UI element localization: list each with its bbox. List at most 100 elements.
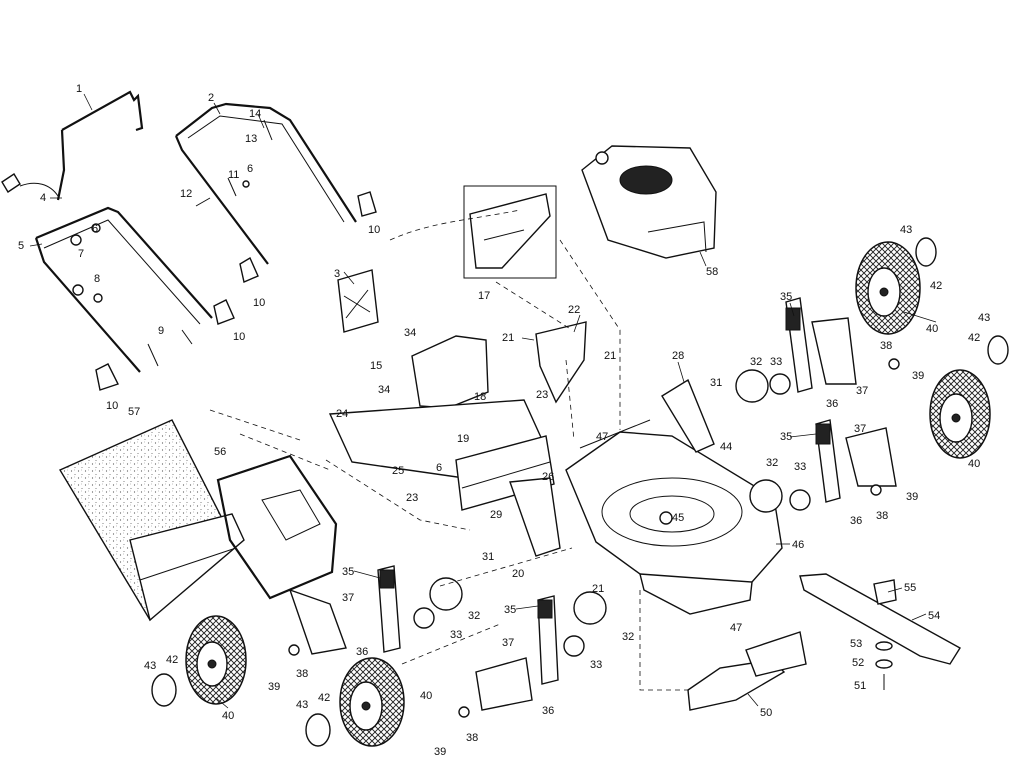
callout-23: 23: [406, 492, 418, 504]
callout-47: 47: [730, 622, 742, 634]
callout-42: 42: [166, 654, 178, 666]
callout-19: 19: [457, 433, 469, 445]
callout-56: 56: [214, 446, 226, 458]
rear-baffle-parts-24-26: [328, 399, 555, 511]
handle-hardware: [70, 119, 273, 367]
callout-35: 35: [780, 431, 792, 443]
callout-21: 21: [502, 332, 514, 344]
callout-15: 15: [370, 360, 382, 372]
callout-40: 40: [968, 458, 980, 470]
callout-8: 8: [94, 273, 100, 285]
decal-part-3: [337, 269, 379, 333]
lower-handle-part-1: [56, 90, 144, 201]
callout-22: 22: [568, 304, 580, 316]
callout-38: 38: [466, 732, 478, 744]
callout-42: 42: [930, 280, 942, 292]
bag-frame-part-56: [216, 454, 338, 600]
callout-35: 35: [342, 566, 354, 578]
callout-53: 53: [850, 638, 862, 650]
callout-37: 37: [502, 637, 514, 649]
callout-25: 25: [392, 465, 404, 477]
callout-40: 40: [420, 690, 432, 702]
callout-17: 17: [478, 290, 490, 302]
callout-20: 20: [512, 568, 524, 580]
callout-43: 43: [900, 224, 912, 236]
callout-37: 37: [856, 385, 868, 397]
cable-clip-part-4: [1, 173, 59, 197]
mulch-plug-part-50: [687, 631, 807, 711]
callout-36: 36: [826, 398, 838, 410]
callout-38: 38: [876, 510, 888, 522]
callout-6: 6: [436, 462, 442, 474]
callout-40: 40: [926, 323, 938, 335]
callout-6: 6: [247, 163, 253, 175]
callout-44: 44: [720, 441, 732, 453]
callout-34: 34: [404, 327, 416, 339]
callout-9: 9: [158, 325, 164, 337]
height-adjusters: [288, 297, 897, 711]
lever-part-28: [661, 378, 715, 453]
blade-bolt-parts-51-53: [875, 641, 893, 690]
callout-21: 21: [592, 583, 604, 595]
callout-7: 7: [78, 248, 84, 260]
callout-58: 58: [706, 266, 718, 278]
callout-42: 42: [318, 692, 330, 704]
callout-10: 10: [106, 400, 118, 412]
callout-6: 6: [92, 223, 98, 235]
callout-32: 32: [750, 356, 762, 368]
hub-caps: [151, 237, 1009, 747]
callout-39: 39: [912, 370, 924, 382]
callout-33: 33: [794, 461, 806, 473]
callout-51: 51: [854, 680, 866, 692]
callout-5: 5: [18, 240, 24, 252]
callout-31: 31: [482, 551, 494, 563]
callout-11: 11: [228, 169, 239, 181]
callout-34: 34: [378, 384, 390, 396]
callout-43: 43: [296, 699, 308, 711]
wheel-rear-left: [185, 615, 247, 705]
rear-bracket-part-22: [535, 321, 587, 404]
callout-43: 43: [144, 660, 156, 672]
callout-39: 39: [434, 746, 446, 758]
callout-10: 10: [233, 331, 245, 343]
grass-bag-part-57: [58, 419, 245, 622]
callout-35: 35: [504, 604, 516, 616]
callout-14: 14: [249, 108, 261, 120]
engine-part-58: [581, 145, 717, 259]
callout-23: 23: [536, 389, 548, 401]
callout-40: 40: [222, 710, 234, 722]
callout-43: 43: [978, 312, 990, 324]
callout-39: 39: [906, 491, 918, 503]
callout-38: 38: [296, 668, 308, 680]
callout-47: 47: [596, 431, 608, 443]
callout-55: 55: [904, 582, 916, 594]
callout-18: 18: [474, 391, 486, 403]
upper-handle-part-5: [34, 206, 213, 373]
callout-28: 28: [672, 350, 684, 362]
handle-knobs: [95, 191, 377, 391]
wheel-rear-center: [339, 657, 405, 747]
callout-45: 45: [672, 512, 684, 524]
callout-2: 2: [208, 92, 214, 104]
control-panel-part-17: [463, 185, 557, 279]
callout-29: 29: [490, 509, 502, 521]
callout-37: 37: [342, 592, 354, 604]
callout-4: 4: [40, 192, 46, 204]
callout-35: 35: [780, 291, 792, 303]
callout-37: 37: [854, 423, 866, 435]
callout-32: 32: [468, 610, 480, 622]
callout-21: 21: [604, 350, 616, 362]
callout-31: 31: [710, 377, 722, 389]
wheel-front-right: [929, 369, 991, 459]
assembly-guide-lines: [209, 209, 692, 691]
callout-36: 36: [356, 646, 368, 658]
callout-24: 24: [336, 408, 348, 420]
mower-deck-part-46: [565, 419, 783, 615]
lower-handle-part-2: [174, 102, 357, 265]
gears: [413, 369, 811, 657]
callout-38: 38: [880, 340, 892, 352]
callout-42: 42: [968, 332, 980, 344]
callout-3: 3: [334, 268, 340, 280]
callout-10: 10: [368, 224, 380, 236]
